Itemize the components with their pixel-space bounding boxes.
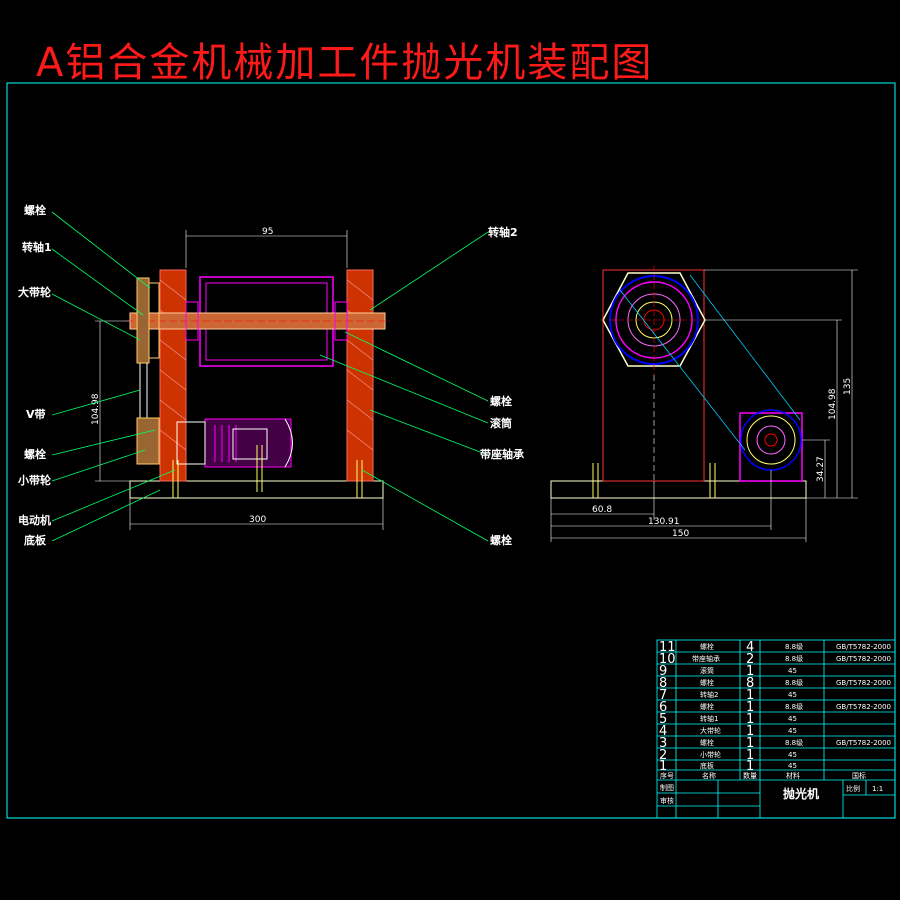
svg-text:8.8级: 8.8级 bbox=[785, 678, 803, 687]
dim-300: 300 bbox=[249, 515, 266, 525]
dim-95: 95 bbox=[262, 227, 273, 237]
bom-header-qty: 数量 bbox=[743, 771, 757, 780]
svg-text:45: 45 bbox=[788, 715, 797, 723]
svg-text:4: 4 bbox=[659, 724, 667, 739]
svg-text:大带轮: 大带轮 bbox=[700, 726, 721, 735]
drawn-label: 制图 bbox=[660, 783, 674, 792]
svg-text:螺栓: 螺栓 bbox=[700, 738, 714, 747]
svg-text:45: 45 bbox=[788, 691, 797, 699]
motor bbox=[204, 418, 292, 468]
svg-text:4: 4 bbox=[746, 640, 754, 655]
svg-text:1: 1 bbox=[746, 736, 754, 751]
svg-text:5: 5 bbox=[659, 712, 667, 727]
svg-text:螺栓: 螺栓 bbox=[700, 678, 714, 687]
svg-text:1: 1 bbox=[746, 712, 754, 727]
part-name: 抛光机 bbox=[783, 786, 819, 801]
svg-text:1: 1 bbox=[746, 664, 754, 679]
drawing-frame bbox=[6, 82, 896, 819]
svg-text:8: 8 bbox=[746, 676, 754, 691]
svg-text:1: 1 bbox=[746, 724, 754, 739]
label-big-pulley: 大带轮 bbox=[18, 285, 51, 299]
svg-text:底板: 底板 bbox=[700, 761, 714, 770]
right-label-group: 转轴2 螺栓 滚筒 带座轴承 螺栓 bbox=[480, 225, 525, 547]
svg-text:1: 1 bbox=[659, 759, 667, 774]
side-support bbox=[602, 269, 705, 482]
dim-side-w3: 150 bbox=[672, 529, 689, 539]
scale-label: 比例 bbox=[846, 784, 860, 793]
svg-text:1: 1 bbox=[746, 759, 754, 774]
svg-text:8.8级: 8.8级 bbox=[785, 702, 803, 711]
svg-text:45: 45 bbox=[788, 762, 797, 770]
big-pulley bbox=[136, 277, 150, 364]
label-shaft-1: 转轴1 bbox=[22, 240, 52, 254]
svg-text:GB/T5782-2000: GB/T5782-2000 bbox=[836, 679, 891, 687]
dim-side-h1: 104.98 bbox=[828, 388, 838, 420]
side-base bbox=[550, 480, 807, 499]
svg-text:2: 2 bbox=[746, 652, 754, 667]
bom-table bbox=[656, 639, 896, 819]
svg-text:转轴1: 转轴1 bbox=[700, 714, 718, 723]
label-bolt-2: 螺栓 bbox=[24, 447, 46, 461]
svg-text:GB/T5782-2000: GB/T5782-2000 bbox=[836, 643, 891, 651]
svg-text:GB/T5782-2000: GB/T5782-2000 bbox=[836, 739, 891, 747]
svg-text:6: 6 bbox=[659, 700, 667, 715]
svg-text:10: 10 bbox=[659, 652, 676, 667]
dim-side-h3: 34.27 bbox=[816, 456, 826, 482]
svg-text:9: 9 bbox=[659, 664, 667, 679]
label-shaft-2: 转轴2 bbox=[488, 225, 518, 239]
title-block: 制图 审核 抛光机 比例 1:1 bbox=[660, 783, 883, 805]
svg-text:转轴2: 转轴2 bbox=[700, 690, 718, 699]
bom-header-std: 国标 bbox=[852, 771, 866, 780]
small-pulley bbox=[136, 417, 160, 465]
left-support bbox=[159, 269, 187, 482]
dim-104: 104.98 bbox=[91, 393, 101, 425]
svg-text:3: 3 bbox=[659, 736, 667, 751]
svg-text:45: 45 bbox=[788, 751, 797, 759]
svg-text:8.8级: 8.8级 bbox=[785, 738, 803, 747]
svg-text:8.8级: 8.8级 bbox=[785, 654, 803, 663]
right-support bbox=[346, 269, 374, 482]
label-bolt-1: 螺栓 bbox=[24, 203, 46, 217]
label-bolt-3: 螺栓 bbox=[490, 394, 512, 408]
svg-text:8: 8 bbox=[659, 676, 667, 691]
bom-header-mat: 材料 bbox=[786, 771, 800, 780]
svg-text:8.8级: 8.8级 bbox=[785, 642, 803, 651]
svg-text:45: 45 bbox=[788, 727, 797, 735]
scale-value: 1:1 bbox=[872, 785, 883, 793]
svg-text:螺栓: 螺栓 bbox=[700, 702, 714, 711]
front-view: 95 300 104.98 螺栓 转轴1 大带轮 V带 螺栓 bbox=[17, 203, 525, 547]
svg-text:7: 7 bbox=[659, 688, 667, 703]
label-motor: 电动机 bbox=[18, 513, 51, 527]
dim-side-h2: 135 bbox=[843, 378, 853, 395]
bom-header-no: 序号 bbox=[660, 771, 674, 780]
label-bolt-4: 螺栓 bbox=[490, 533, 512, 547]
drawing-title: A铝合金机械加工件抛光机装配图 bbox=[36, 40, 654, 86]
svg-text:2: 2 bbox=[659, 748, 667, 763]
svg-text:1: 1 bbox=[746, 748, 754, 763]
label-base: 底板 bbox=[24, 533, 47, 547]
svg-text:小带轮: 小带轮 bbox=[700, 750, 721, 759]
checked-label: 审核 bbox=[660, 796, 674, 805]
dim-side-w2: 130.91 bbox=[648, 517, 680, 527]
label-drum: 滚筒 bbox=[490, 416, 512, 430]
svg-text:螺栓: 螺栓 bbox=[700, 642, 714, 651]
svg-text:1: 1 bbox=[746, 688, 754, 703]
svg-text:GB/T5782-2000: GB/T5782-2000 bbox=[836, 703, 891, 711]
label-v-belt: V带 bbox=[26, 407, 46, 421]
bom-header-name: 名称 bbox=[702, 771, 716, 780]
label-small-pulley: 小带轮 bbox=[17, 473, 51, 487]
left-label-group: 螺栓 转轴1 大带轮 V带 螺栓 小带轮 电动机 底板 bbox=[17, 203, 52, 547]
side-view: 135 104.98 34.27 60.8 130.91 150 bbox=[550, 265, 858, 542]
dim-side-w1: 60.8 bbox=[592, 505, 612, 515]
svg-text:45: 45 bbox=[788, 667, 797, 675]
svg-text:1: 1 bbox=[746, 700, 754, 715]
svg-text:带座轴承: 带座轴承 bbox=[692, 654, 720, 663]
svg-text:11: 11 bbox=[659, 640, 676, 655]
svg-text:GB/T5782-2000: GB/T5782-2000 bbox=[836, 655, 891, 663]
svg-text:滚筒: 滚筒 bbox=[700, 666, 714, 675]
label-bearing: 带座轴承 bbox=[480, 447, 525, 461]
